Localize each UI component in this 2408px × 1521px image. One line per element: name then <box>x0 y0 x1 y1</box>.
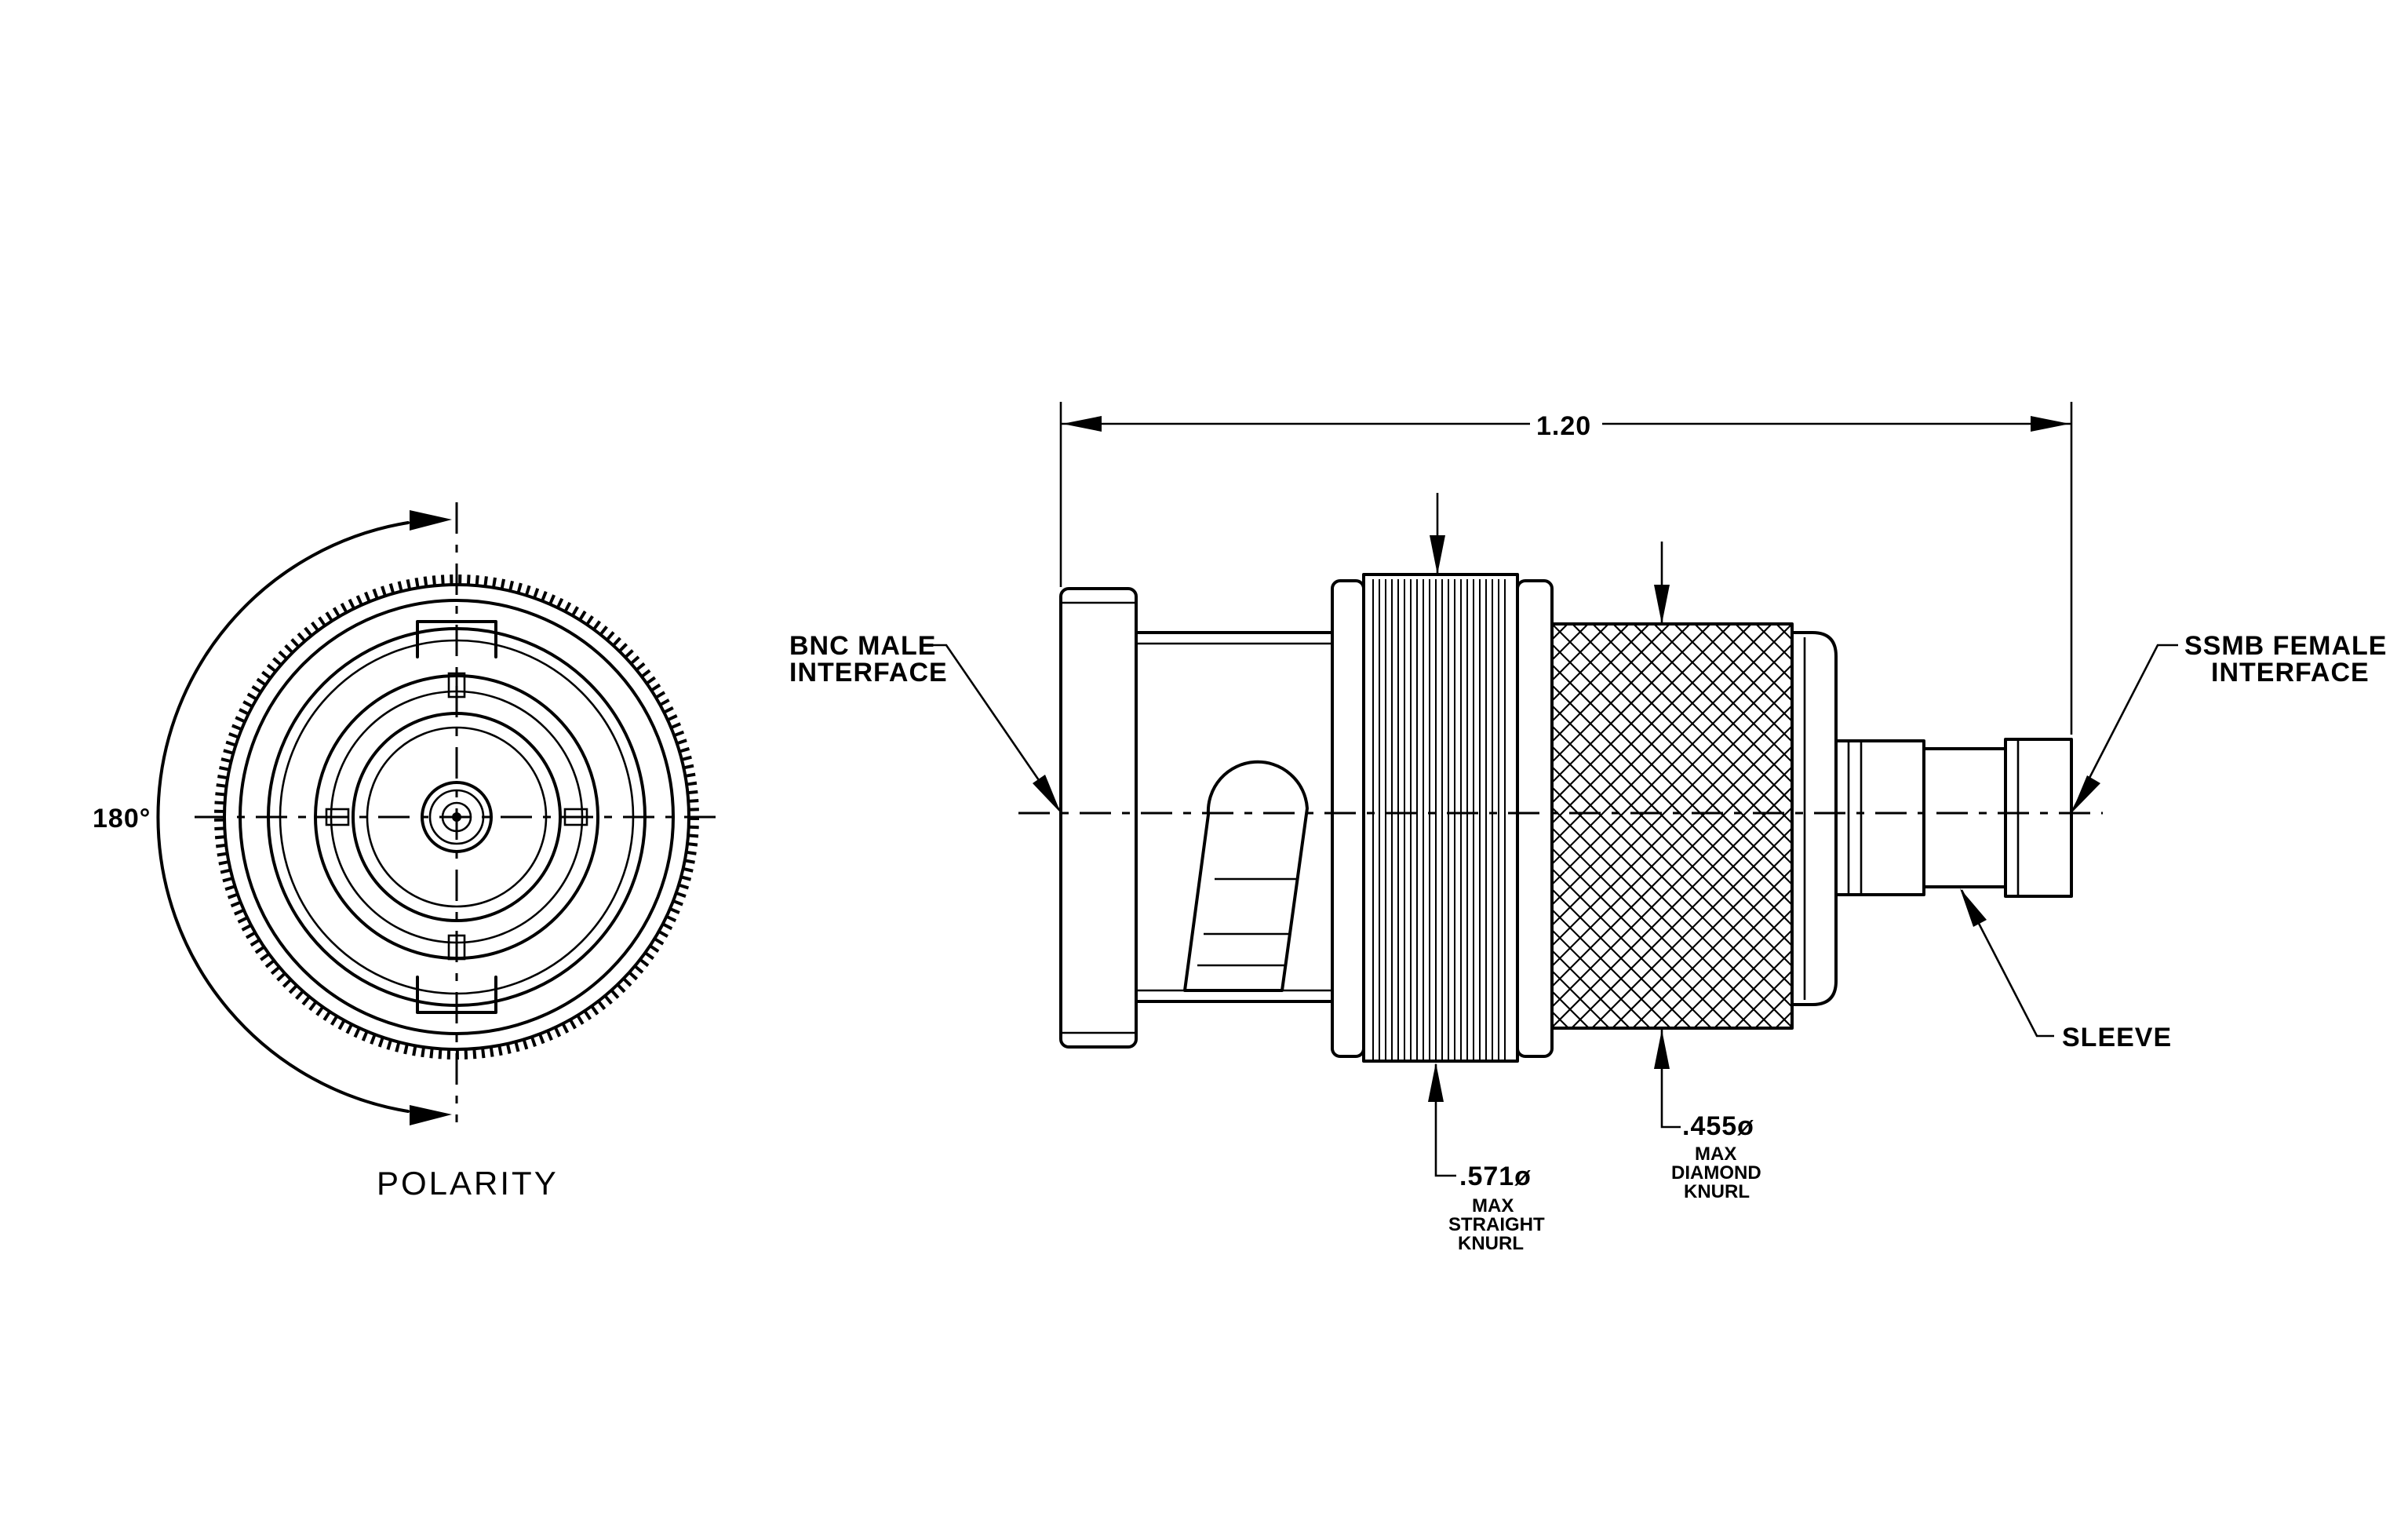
top-bayonet-lug <box>416 620 497 658</box>
bayonet-slot <box>1183 760 1309 992</box>
diamond-knurl-band <box>1550 622 1794 1030</box>
bnc-interface-line2: INTERFACE <box>789 658 948 688</box>
polarity-arrow-top <box>410 510 452 531</box>
bnc-body <box>1135 631 1334 1003</box>
overall-length-label: 1.20 <box>1536 411 1591 441</box>
ssmb-interface-arrow <box>2071 775 2100 813</box>
ssmb-interface-line1: SSMB FEMALE <box>2184 631 2387 661</box>
diamond-knurl-dim: .455ø <box>1682 1111 1754 1141</box>
slot-top-right <box>455 672 466 698</box>
angle-label: 180° <box>93 804 151 833</box>
straight-knurl-arrow-bottom <box>1428 1063 1444 1102</box>
coupling-nut-right-flange <box>1516 579 1554 1058</box>
straight-knurl-dim: .571ø <box>1459 1162 1532 1191</box>
straight-knurl-pattern <box>1372 579 1506 1060</box>
length-arrow-right <box>2031 416 2070 432</box>
bnc-interface-arrow <box>1033 775 1061 813</box>
diamond-knurl-arrow-bottom <box>1654 1030 1670 1069</box>
straight-knurl-arrow-top <box>1430 535 1445 574</box>
polarity-arrow-bottom <box>410 1105 452 1125</box>
straight-knurl-type: STRAIGHT <box>1448 1214 1545 1235</box>
ssmb-interface-leader <box>2071 644 2178 811</box>
straight-knurl-word: KNURL <box>1458 1233 1524 1254</box>
diamond-knurl-max: MAX <box>1695 1143 1736 1165</box>
ssmb-interface-line2: INTERFACE <box>2211 658 2370 688</box>
ssmb-sleeve <box>1922 747 2007 888</box>
coupling-nut-left-flange <box>1331 579 1365 1058</box>
end-view: 180° POLARITY <box>93 502 720 1202</box>
bnc-interface-leader <box>926 644 1061 811</box>
sleeve-label: SLEEVE <box>2062 1023 2172 1052</box>
polarity-arc <box>156 521 410 1113</box>
bnc-interface-line1: BNC MALE <box>789 631 936 661</box>
straight-knurl-band <box>1362 573 1519 1063</box>
bnc-front-flange <box>1059 587 1138 1049</box>
ssmb-nose <box>2004 738 2073 898</box>
straight-knurl-max: MAX <box>1472 1195 1514 1216</box>
diamond-knurl-word: KNURL <box>1684 1181 1750 1202</box>
side-view: 1.20 <box>789 402 2387 1254</box>
sleeve-leader <box>1960 889 2054 1038</box>
polarity-title: POLARITY <box>377 1165 559 1202</box>
diamond-knurl-arrow-top <box>1654 585 1670 624</box>
diamond-knurl-pattern <box>1552 624 1792 1028</box>
rear-flange <box>1791 631 1838 1006</box>
diamond-knurl-type: DIAMOND <box>1671 1162 1761 1184</box>
length-arrow-left <box>1062 416 1102 432</box>
sleeve-arrow <box>1960 888 1987 927</box>
